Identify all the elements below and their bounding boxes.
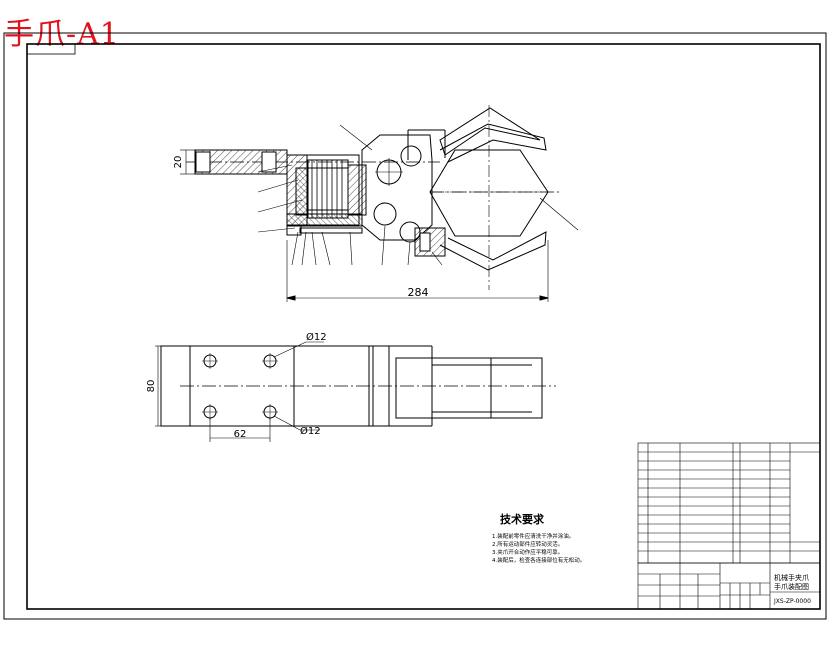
hole-dia-bottom: Ø12 xyxy=(300,425,321,437)
left-height-dim: 20 xyxy=(173,156,184,169)
tech-requirements-title: 技术要求 xyxy=(500,512,545,526)
outer-border xyxy=(3,32,827,620)
tech-requirement-3: 3.夹爪开合动作应平稳可靠。 xyxy=(492,548,563,556)
drawing-number: JXS-ZP-0000 xyxy=(773,598,811,605)
hole-dia-top: Ø12 xyxy=(306,331,327,343)
tech-requirement-1: 1.装配前零件应清洗干净并涂油。 xyxy=(492,532,574,540)
part-name-line1: 机械手夹爪 xyxy=(774,573,809,582)
parts-list xyxy=(637,442,821,564)
tech-requirement-4: 4.装配后，检查各连接部位有无松动。 xyxy=(492,556,585,564)
hole-spacing-dim: 62 xyxy=(234,429,247,440)
part-name-line2: 手爪装配图 xyxy=(774,582,809,591)
top-view xyxy=(155,341,556,442)
inner-border xyxy=(26,43,821,610)
title-block xyxy=(637,562,821,610)
plate-height-dim: 80 xyxy=(146,380,157,393)
tech-requirement-2: 2.所有运动部件应转动灵活。 xyxy=(492,540,563,548)
drawing-title-stamp: 手爪-A1 xyxy=(4,17,120,52)
front-view xyxy=(180,105,579,302)
overall-length-dim: 284 xyxy=(408,286,429,299)
corner-label-box xyxy=(26,43,76,55)
